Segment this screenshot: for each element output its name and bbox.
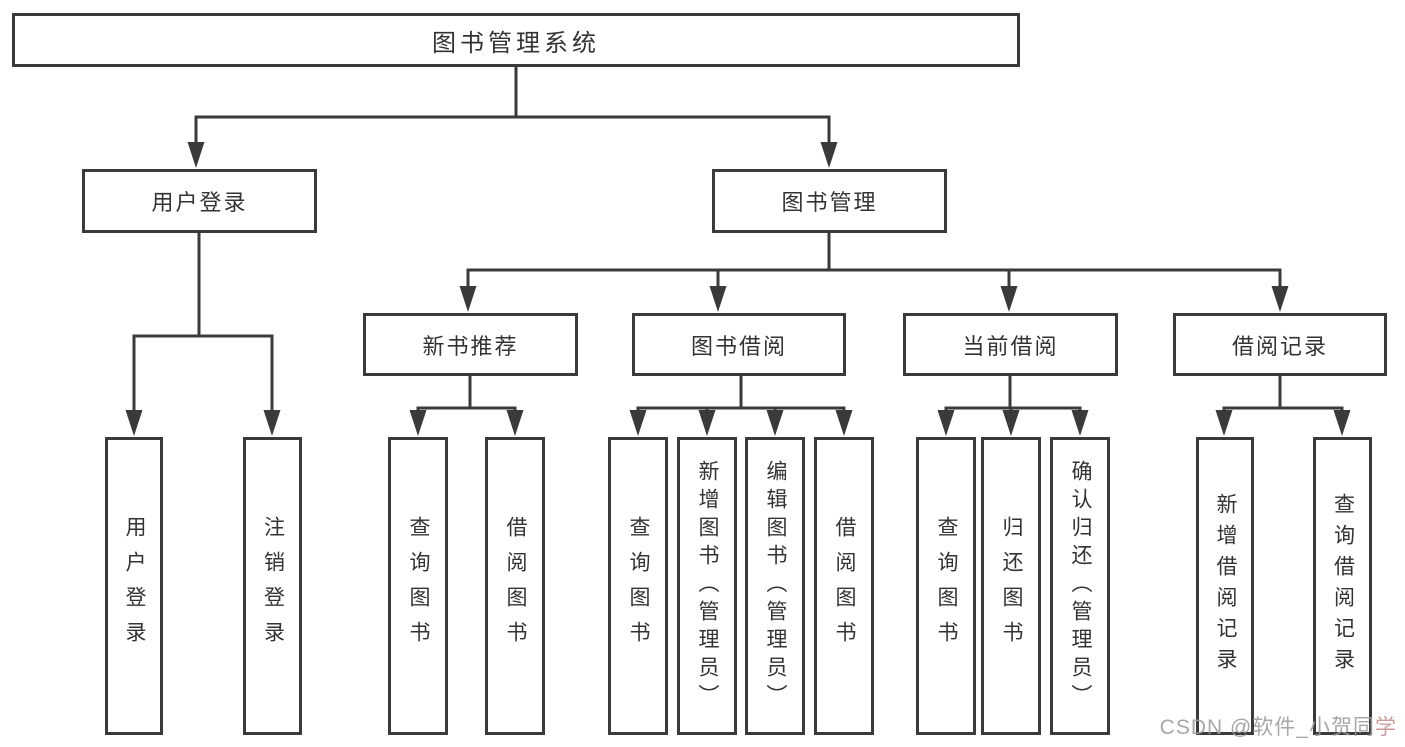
node-label: 查询图书 xyxy=(627,516,650,656)
node-rec-query-book: 查询图书 xyxy=(388,437,448,735)
node-current-borrowing: 当前借阅 xyxy=(903,313,1118,376)
connector-arrow xyxy=(766,406,784,436)
node-label: 图书管理系统 xyxy=(432,29,600,57)
connector-arrow xyxy=(1271,268,1289,312)
connector-arrow xyxy=(263,334,281,436)
connector-arrow xyxy=(1071,406,1089,436)
connector-arrow xyxy=(698,406,716,436)
node-label: 确认归还（管理员） xyxy=(1069,460,1092,712)
arrow-head-icon xyxy=(1000,286,1018,312)
arrow-head-icon xyxy=(263,410,281,436)
arrow-head-icon xyxy=(1215,410,1233,436)
node-borrow-borrow-book: 借阅图书 xyxy=(814,437,874,735)
node-label: 借阅图书 xyxy=(833,516,856,656)
node-leaf-user-login: 用户登录 xyxy=(105,437,163,735)
node-current-return-book: 归还图书 xyxy=(981,437,1041,735)
node-label: 新书推荐 xyxy=(422,333,519,359)
connector-arrow xyxy=(937,406,955,436)
arrow-head-icon xyxy=(1271,286,1289,312)
node-borrow-edit-book-admin: 编辑图书（管理员） xyxy=(745,437,805,735)
connector-arrow xyxy=(187,115,205,168)
arrow-head-icon xyxy=(125,410,143,436)
node-current-confirm-return-admin: 确认归还（管理员） xyxy=(1050,437,1110,735)
connector-arrow xyxy=(709,268,727,312)
node-label: 图书借阅 xyxy=(690,333,787,359)
connector-arrow xyxy=(629,406,647,436)
arrow-head-icon xyxy=(187,142,205,168)
connector-arrow xyxy=(1215,406,1233,436)
arrow-head-icon xyxy=(1002,410,1020,436)
node-label: 查询图书 xyxy=(407,516,430,656)
arrow-head-icon xyxy=(709,286,727,312)
node-label: 借阅图书 xyxy=(504,516,527,656)
node-label: 查询借阅记录 xyxy=(1331,493,1355,679)
node-library-management-system: 图书管理系统 xyxy=(12,13,1020,67)
node-label: 新增图书（管理员） xyxy=(696,460,719,712)
watermark-accent-text: 学 xyxy=(1375,716,1397,739)
node-borrowing-records: 借阅记录 xyxy=(1173,313,1387,376)
node-leaf-logout: 注销登录 xyxy=(243,437,302,735)
node-label: 图书管理 xyxy=(781,190,878,215)
node-book-management: 图书管理 xyxy=(712,169,947,233)
arrow-head-icon xyxy=(937,410,955,436)
node-label: 归还图书 xyxy=(1000,516,1023,656)
watermark-text: CSDN @软件_小贺同 xyxy=(1159,716,1375,739)
arrow-head-icon xyxy=(506,410,524,436)
arrow-head-icon xyxy=(409,410,427,436)
node-new-book-recommendation: 新书推荐 xyxy=(363,313,578,376)
node-label: 用户登录 xyxy=(151,190,248,215)
connector-arrow xyxy=(459,268,477,312)
connector-arrow xyxy=(409,406,427,436)
node-label: 编辑图书（管理员） xyxy=(764,460,787,712)
connector-arrow xyxy=(835,406,853,436)
node-user-login: 用户登录 xyxy=(82,169,317,233)
arrow-head-icon xyxy=(629,410,647,436)
arrow-head-icon xyxy=(766,410,784,436)
connector-arrow xyxy=(125,334,143,436)
arrow-head-icon xyxy=(835,410,853,436)
node-label: 用户登录 xyxy=(123,516,146,656)
arrow-head-icon xyxy=(820,142,838,168)
node-label: 当前借阅 xyxy=(962,333,1059,359)
arrow-head-icon xyxy=(698,410,716,436)
connector-arrow xyxy=(1002,406,1020,436)
node-label: 新增借阅记录 xyxy=(1214,493,1237,679)
connector-arrow xyxy=(506,406,524,436)
node-rec-borrow-book: 借阅图书 xyxy=(485,437,545,735)
arrow-head-icon xyxy=(1071,410,1089,436)
node-label: 查询图书 xyxy=(935,516,958,656)
connector-arrow xyxy=(820,115,838,168)
node-book-borrowing: 图书借阅 xyxy=(632,313,846,376)
arrow-head-icon xyxy=(1333,410,1351,436)
node-borrow-add-book-admin: 新增图书（管理员） xyxy=(677,437,737,735)
connector-arrow xyxy=(1333,406,1351,436)
csdn-watermark: CSDN @软件_小贺同学 xyxy=(1160,711,1397,741)
node-records-add-borrow-record: 新增借阅记录 xyxy=(1196,437,1254,735)
node-borrow-query-book: 查询图书 xyxy=(608,437,668,735)
node-records-query-borrow-record: 查询借阅记录 xyxy=(1313,437,1372,735)
node-label: 借阅记录 xyxy=(1231,333,1328,359)
node-current-query-book: 查询图书 xyxy=(916,437,976,735)
arrow-head-icon xyxy=(459,286,477,312)
node-label: 注销登录 xyxy=(261,516,285,656)
connector-arrow xyxy=(1000,268,1018,312)
